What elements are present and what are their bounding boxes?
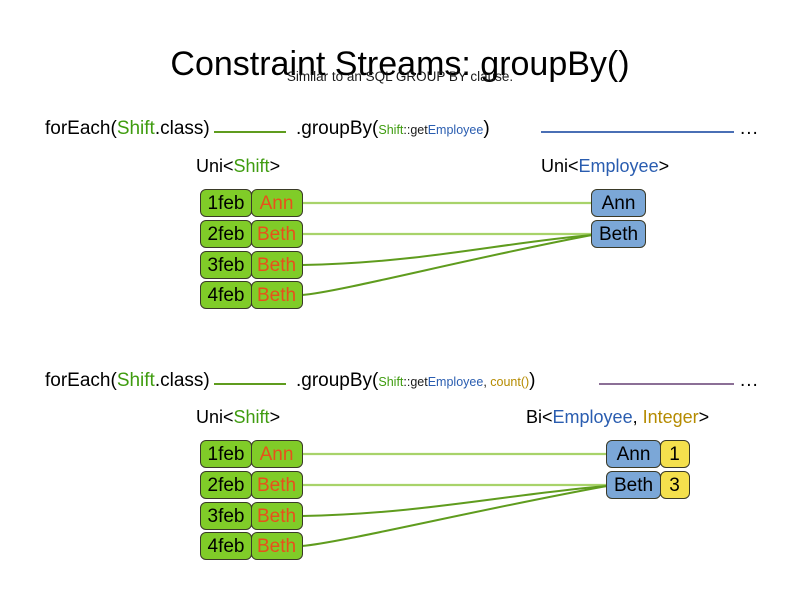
groupby-collector-count: count()	[490, 375, 530, 389]
foreach-suffix-2: .class)	[154, 370, 210, 391]
uni-generic-shift: Shift	[233, 156, 270, 176]
uni-open-2: Uni<	[196, 407, 234, 427]
page-title: Constraint Streams: groupBy()	[170, 44, 630, 83]
type-label-left-uni-shift-2: Uni<Shift>	[196, 407, 280, 428]
foreach-prefix: forEach(	[45, 118, 117, 139]
foreach-prefix-2: forEach(	[45, 370, 117, 391]
shift-employee: Beth	[250, 471, 303, 499]
uni-close-right: >	[658, 156, 670, 176]
shift-employee: Beth	[250, 281, 303, 309]
groupby-ref-type: Shift	[378, 123, 404, 137]
groupby-ref-method-2: ::get	[403, 375, 428, 389]
type-label-right-bi-employee-integer: Bi<Employee, Integer>	[526, 407, 709, 428]
employee-count: 1	[659, 440, 690, 468]
ellipsis-simple: ...	[740, 118, 759, 139]
shift-date: 4feb	[200, 281, 252, 309]
bi-open: Bi<	[526, 407, 553, 427]
bi-generic-integer: Integer	[642, 407, 699, 427]
shift-node[interactable]: 4feb Beth	[200, 281, 303, 309]
groupby-suffix: )	[483, 118, 490, 139]
shift-employee: Ann	[250, 440, 303, 468]
bi-generic-employee: Employee	[552, 407, 633, 427]
employee-name: Ann	[606, 440, 661, 468]
foreach-suffix: .class)	[154, 118, 210, 139]
employee-name: Ann	[591, 189, 646, 217]
shift-date: 3feb	[200, 502, 252, 530]
shift-node[interactable]: 2feb Beth	[200, 471, 303, 499]
employee-count: 3	[659, 471, 690, 499]
wire-4feb-to-beth-2	[301, 485, 608, 547]
shift-date: 4feb	[200, 532, 252, 560]
groupby-prefix-2: .groupBy(	[296, 370, 379, 391]
code-line-groupby-call-count: .groupBy(Shift::getEmployee, count())	[296, 370, 536, 392]
employee-node[interactable]: Beth	[591, 220, 646, 248]
uni-close-2: >	[269, 407, 281, 427]
code-line-groupby-simple: forEach(Shift.class)	[45, 118, 210, 140]
groupby-ref-type-2: Shift	[378, 375, 404, 389]
code-line-groupby-call-simple: .groupBy(Shift::getEmployee)	[296, 118, 490, 140]
shift-date: 1feb	[200, 440, 252, 468]
shift-employee: Beth	[250, 502, 303, 530]
employee-count-node[interactable]: Beth 3	[606, 471, 690, 499]
wire-3feb-to-beth	[301, 234, 593, 266]
rule-groupby-to-ellipsis	[541, 131, 734, 133]
uni-generic-shift-2: Shift	[233, 407, 270, 427]
uni-generic-employee: Employee	[578, 156, 659, 176]
page-subtitle: Similar to an SQL GROUP BY clause.	[286, 69, 514, 84]
shift-employee: Beth	[250, 220, 303, 248]
groupby-prefix: .groupBy(	[296, 118, 379, 139]
groupby-separator: ,	[483, 375, 491, 389]
type-label-left-uni-shift: Uni<Shift>	[196, 156, 280, 177]
shift-node[interactable]: 3feb Beth	[200, 251, 303, 279]
rule-groupby-to-ellipsis-2	[599, 383, 734, 385]
shift-node[interactable]: 2feb Beth	[200, 220, 303, 248]
bi-separator: ,	[632, 407, 643, 427]
uni-open-right: Uni<	[541, 156, 579, 176]
shift-node[interactable]: 3feb Beth	[200, 502, 303, 530]
groupby-ref-prop: Employee	[427, 123, 484, 137]
shift-employee: Beth	[250, 251, 303, 279]
employee-count-node[interactable]: Ann 1	[606, 440, 690, 468]
foreach-type-shift: Shift	[116, 118, 155, 139]
rule-foreach-to-groupby-2	[214, 383, 286, 385]
shift-employee: Beth	[250, 532, 303, 560]
shift-date: 2feb	[200, 220, 252, 248]
foreach-type-shift-2: Shift	[116, 370, 155, 391]
shift-date: 3feb	[200, 251, 252, 279]
groupby-ref-prop-2: Employee	[427, 375, 484, 389]
bi-close: >	[698, 407, 710, 427]
uni-close: >	[269, 156, 281, 176]
code-line-groupby-count: forEach(Shift.class)	[45, 370, 210, 392]
ellipsis-count: ...	[740, 370, 759, 391]
rule-foreach-to-groupby	[214, 131, 286, 133]
groupby-suffix-2: )	[529, 370, 536, 391]
wire-3feb-to-beth-2	[301, 485, 608, 517]
shift-node[interactable]: 4feb Beth	[200, 532, 303, 560]
employee-name: Beth	[606, 471, 661, 499]
employee-node[interactable]: Ann	[591, 189, 646, 217]
shift-employee: Ann	[250, 189, 303, 217]
shift-node[interactable]: 1feb Ann	[200, 440, 303, 468]
type-label-right-uni-employee: Uni<Employee>	[541, 156, 669, 177]
wire-4feb-to-beth	[301, 234, 593, 296]
shift-node[interactable]: 1feb Ann	[200, 189, 303, 217]
employee-name: Beth	[591, 220, 646, 248]
shift-date: 1feb	[200, 189, 252, 217]
uni-open: Uni<	[196, 156, 234, 176]
shift-date: 2feb	[200, 471, 252, 499]
groupby-ref-method: ::get	[403, 123, 428, 137]
